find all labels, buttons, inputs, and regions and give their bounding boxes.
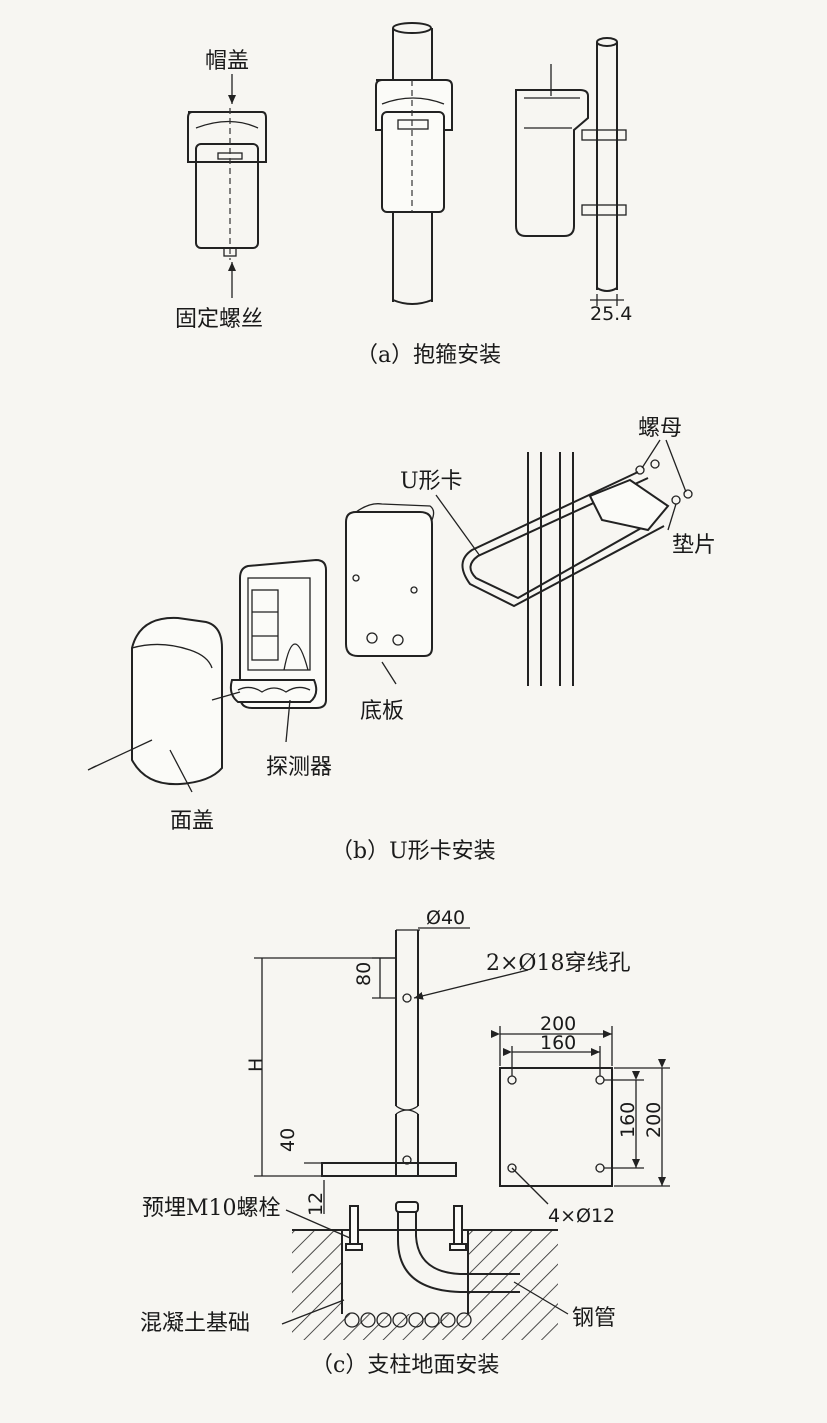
- panel-c: Ø40 80 2×Ø18穿线孔 H 40 12: [140, 907, 670, 1378]
- support-pole: [321, 929, 457, 1177]
- embedded-bolt-label: 预埋M10螺栓: [142, 1196, 281, 1221]
- pole: [527, 452, 574, 686]
- plate-200-h-dim: 200: [643, 1102, 665, 1138]
- plate-160-w-dim: 160: [540, 1032, 576, 1054]
- detector-on-pole-side: 25.4: [515, 37, 632, 325]
- pipe-dia-dim: 25.4: [590, 303, 632, 325]
- d40-dim: 40: [277, 1128, 299, 1152]
- d80-dim: 80: [353, 962, 375, 986]
- d12-dim: 12: [305, 1192, 327, 1216]
- detector-label: 探测器: [266, 755, 332, 780]
- fixing-screw-label: 固定螺丝: [175, 307, 263, 332]
- caption-a: （a）抱箍安装: [356, 343, 501, 368]
- plate-160-h-dim: 160: [617, 1102, 639, 1138]
- plate-holes-label: 4×Ø12: [548, 1205, 615, 1227]
- caption-c: （c）支柱地面安装: [311, 1353, 499, 1378]
- holes-label: 2×Ø18穿线孔: [486, 951, 630, 976]
- detector-on-pole-front: [375, 22, 453, 305]
- washer-label: 垫片: [672, 533, 716, 558]
- nut-label: 螺母: [638, 416, 682, 441]
- u-clamp: [461, 459, 693, 608]
- detector: [229, 558, 327, 709]
- steel-pipe-label: 钢管: [572, 1306, 616, 1331]
- panel-a: 帽盖 固定螺丝: [175, 22, 632, 368]
- caption-b: （b）U形卡安装: [331, 839, 496, 864]
- concrete-foundation: [292, 1201, 558, 1340]
- pole-dia-dim: Ø40: [426, 907, 465, 929]
- u-clamp-label: U形卡: [400, 469, 463, 494]
- face-cover: [87, 616, 241, 786]
- base-plate-label: 底板: [360, 699, 404, 724]
- base-plate-plan: 200 160 160 200 4×Ø12: [491, 1013, 670, 1227]
- cap-label: 帽盖: [205, 49, 249, 74]
- base-plate: [345, 503, 435, 657]
- detector-front-view: 帽盖 固定螺丝: [175, 49, 267, 332]
- foundation-label: 混凝土基础: [140, 1311, 250, 1336]
- plate-200-w-dim: 200: [540, 1013, 576, 1035]
- face-cover-label: 面盖: [170, 809, 214, 834]
- h-dim: H: [245, 1058, 267, 1072]
- panel-b: 螺母 U形卡 垫片 底板 探测器: [87, 416, 716, 864]
